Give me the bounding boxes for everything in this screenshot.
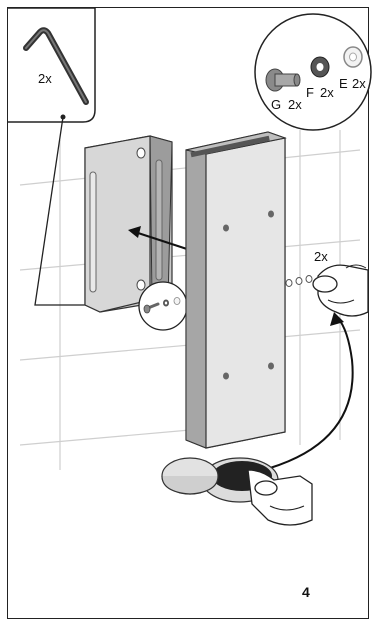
direction-arrow	[128, 226, 191, 251]
cover-panel	[185, 131, 287, 449]
part-e-label: E	[339, 76, 348, 91]
screw-icon	[265, 68, 301, 92]
part-e-quantity: 2x	[352, 76, 366, 91]
spacer-ring-icon	[343, 46, 363, 68]
insert-quantity-label: 2x	[314, 249, 328, 264]
wall-tiles	[19, 130, 361, 470]
part-g-quantity: 2x	[288, 97, 302, 112]
wall-inserts	[285, 275, 313, 287]
insert-detail-callout	[138, 281, 188, 331]
allen-key-icon	[23, 27, 89, 105]
part-f-quantity: 2x	[320, 85, 334, 100]
washer-icon	[310, 56, 330, 78]
step-number: 4	[302, 584, 310, 600]
part-g-label: G	[271, 97, 282, 112]
page-border	[7, 7, 369, 619]
tool-callout-box	[8, 7, 96, 123]
part-f-label: F	[306, 85, 314, 100]
tool-quantity-label: 2x	[38, 71, 52, 86]
curved-arrow	[269, 312, 354, 469]
hand-icon-lower	[247, 469, 313, 526]
hand-icon	[312, 264, 369, 317]
